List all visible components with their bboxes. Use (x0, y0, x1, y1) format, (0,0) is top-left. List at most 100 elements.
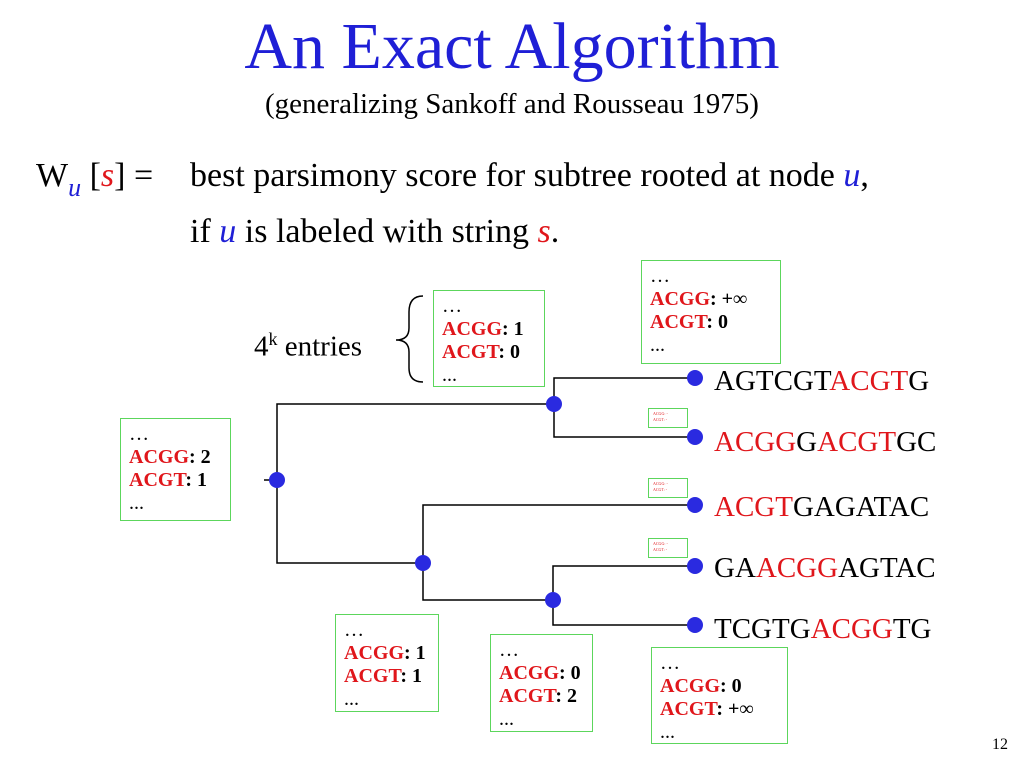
dp-dots-top: … (344, 619, 364, 641)
lower-internal-node (415, 555, 431, 571)
motif-highlight: ACGT (817, 426, 897, 458)
close-bracket-equals: ] = (114, 157, 154, 194)
edge-root-upper (276, 403, 554, 480)
dp-table-lowest-internal: … ACGG: 0 ACGT: 2 ... (490, 634, 593, 732)
leaf-sequence-3: ACGTGAGATAC (714, 490, 929, 524)
definition-line-2: if u is labeled with string s. (190, 212, 559, 252)
open-bracket: [ (89, 157, 101, 194)
edge-lower-leaf3 (422, 504, 695, 563)
node-u: u (843, 157, 861, 194)
dp-acgg-label: ACGG (442, 318, 502, 340)
edge-lowest-leaf5 (552, 600, 695, 626)
dp-dots-top: … (650, 265, 670, 287)
sequence-segment: AGTCGT (714, 365, 830, 397)
dp-acgg-value: : 0 (720, 675, 742, 697)
sequence-segment: TCGTG (714, 613, 811, 645)
mini-line-2: ACGT: - (653, 547, 668, 552)
definition-lhs: Wu [s] = (36, 156, 154, 202)
page-number: 12 (992, 736, 1008, 753)
dp-acgt-label: ACGT (499, 685, 556, 707)
mini-line-1: ACGG: - (653, 541, 668, 546)
mini-line-1: ACGG: - (653, 481, 668, 486)
slide-title: An Exact Algorithm (244, 10, 780, 83)
mini-line-2: ACGT: - (653, 417, 668, 422)
edge-upper-leaf1 (553, 377, 695, 404)
period: . (550, 213, 560, 250)
s-variable: s (100, 157, 115, 194)
dp-acgt-value: : +∞ (716, 698, 754, 720)
dp-acgg-value: : +∞ (710, 288, 748, 310)
if-word: if (190, 213, 220, 250)
leaf-node-5 (687, 617, 703, 633)
leaf-sequence-4: GAACGGAGTAC (714, 551, 936, 585)
dp-dots-bottom: ... (129, 492, 144, 514)
motif-highlight: ACGG (714, 426, 797, 458)
leaf-node-1 (687, 370, 703, 386)
sequence-segment: GAGATAC (792, 491, 930, 523)
dp-dots-bottom: ... (499, 708, 514, 730)
sequence-segment: TG (892, 613, 932, 645)
dp-acgg-label: ACGG (129, 446, 189, 468)
definition-text-1: best parsimony score for subtree rooted … (190, 157, 844, 194)
dp-acgt-value: : 1 (185, 469, 207, 491)
lowest-internal-node (545, 592, 561, 608)
motif-highlight: ACGT (714, 491, 793, 523)
leaf-sequence-2: ACGGGACGTGC (714, 425, 936, 459)
leaf-sequence-1: AGTCGTACGTG (714, 364, 929, 398)
dp-dots-top: … (499, 639, 519, 661)
sequence-segment: GA (714, 552, 756, 584)
comma: , (860, 157, 869, 194)
dp-acgt-value: : 0 (706, 311, 728, 333)
dp-acgg-value: : 1 (502, 318, 524, 340)
dp-table-leaf-1: … ACGG: +∞ ACGT: 0 ... (641, 260, 781, 364)
dp-dots-bottom: ... (442, 364, 457, 386)
dp-dots-bottom: ... (650, 334, 665, 356)
dp-table-leaf-5: … ACGG: 0 ACGT: +∞ ... (651, 647, 788, 744)
entries-exponent: k (268, 329, 278, 349)
edge-lower-inner (422, 563, 553, 601)
leaf-sequence-5: TCGTGACGGTG (714, 612, 932, 646)
definition-line-1: best parsimony score for subtree rooted … (190, 156, 869, 196)
dp-dots-top: … (660, 652, 680, 674)
mini-table-leaf-4: ACGG: - ACGT: - (648, 538, 688, 558)
mini-table-leaf-3: ACGG: - ACGT: - (648, 478, 688, 498)
u-subscript: u (68, 173, 82, 202)
definition-text-2: is labeled with string (236, 213, 538, 250)
dp-acgg-label: ACGG (650, 288, 710, 310)
curly-brace (395, 295, 424, 383)
dp-acgt-value: : 2 (555, 685, 577, 707)
slide-subtitle: (generalizing Sankoff and Rousseau 1975) (265, 88, 759, 120)
mini-table-leaf-2: ACGG: - ACGT: - (648, 408, 688, 428)
entries-base: 4 (254, 330, 269, 363)
dp-acgg-label: ACGG (660, 675, 720, 697)
dp-acgg-label: ACGG (499, 662, 559, 684)
leaf-node-4 (687, 558, 703, 574)
edge-lowest-leaf4 (552, 565, 695, 600)
string-s: s (537, 213, 551, 250)
dp-acgt-label: ACGT (660, 698, 717, 720)
dp-acgt-label: ACGT (650, 311, 707, 333)
sequence-segment: AGTAC (838, 552, 936, 584)
dp-dots-bottom: ... (660, 721, 675, 743)
edge-root-lower (276, 480, 423, 564)
dp-table-root: … ACGG: 2 ACGT: 1 ... (120, 418, 231, 521)
edge-upper-leaf2 (553, 404, 695, 438)
dp-acgt-label: ACGT (442, 341, 499, 363)
dp-acgt-label: ACGT (344, 665, 401, 687)
dp-acgg-label: ACGG (344, 642, 404, 664)
mini-line-2: ACGT: - (653, 487, 668, 492)
dp-acgg-value: : 0 (559, 662, 581, 684)
dp-acgt-value: : 1 (400, 665, 422, 687)
dp-acgt-value: : 0 (498, 341, 520, 363)
motif-highlight: ACGG (755, 552, 839, 584)
entries-text: entries (277, 330, 363, 363)
dp-acgg-value: : 1 (404, 642, 426, 664)
dp-acgt-label: ACGT (129, 469, 186, 491)
dp-table-upper-internal: … ACGG: 1 ACGT: 0 ... (433, 290, 545, 387)
leaf-node-3 (687, 497, 703, 513)
dp-dots-top: … (129, 423, 149, 445)
node-u-2: u (219, 213, 237, 250)
mini-line-1: ACGG: - (653, 411, 668, 416)
